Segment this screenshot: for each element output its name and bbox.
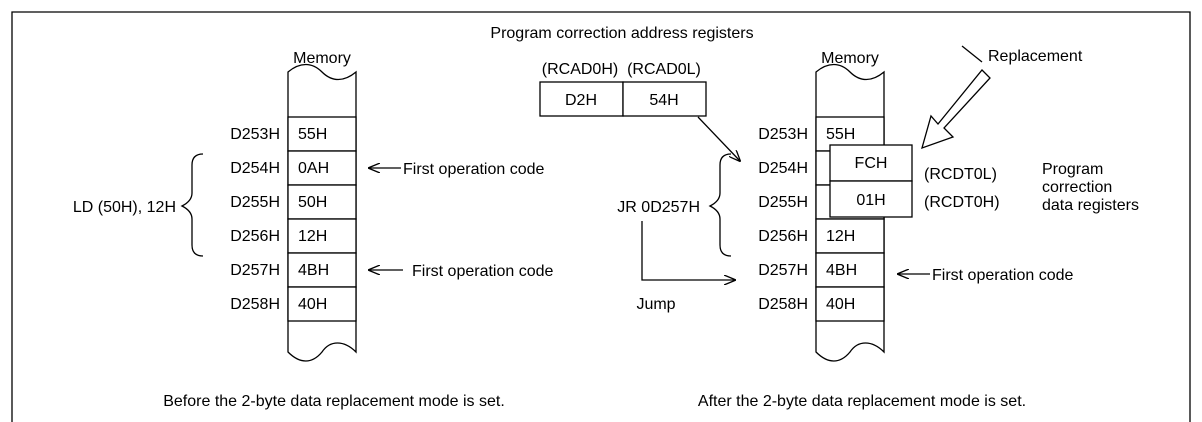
register-pointer-arrow [697,116,740,161]
right-address-d254: D254H [758,160,808,177]
right-address-d257: D257H [758,262,808,279]
title-address-registers: Program correction address registers [490,25,753,42]
right-address-d255: D255H [758,194,808,211]
register-low-label: (RCAD0L) [627,61,701,78]
register-low-value: 54H [649,92,678,109]
data-register-low-value: FCH [855,155,888,172]
left-cell-d256 [287,218,357,254]
right-cell-d258 [815,286,885,322]
left-cell-d257 [287,252,357,288]
left-cell-d253 [287,116,357,152]
left-memory-label: Memory [293,50,351,67]
left-memory-panel: Memory D253H D254H D255H D256H D257H D25… [73,50,554,410]
right-note-d257: First operation code [932,267,1074,284]
left-address-d254: D254H [230,160,280,177]
jump-arrow [641,221,735,280]
left-value-d257: 4BH [298,262,329,279]
left-value-d253: 55H [298,126,327,143]
address-registers: (RCAD0H) (RCAD0L) D2H 54H [539,61,740,161]
jump-label: Jump [636,296,675,313]
data-registers-label-line1: Program [1042,161,1103,178]
right-value-d256: 12H [826,228,855,245]
left-memory-cells [287,116,357,322]
data-register-high-box [829,180,913,218]
right-value-d257: 4BH [826,262,857,279]
replacement-arrow-icon [921,69,991,150]
replacement-label: Replacement [988,48,1083,65]
right-memory-label: Memory [821,50,879,67]
jr-label: JR 0D257H [617,199,700,216]
register-low-box [622,81,707,117]
register-high-value: D2H [565,92,597,109]
right-address-d258: D258H [758,296,808,313]
left-note-d257: First operation code [412,263,554,280]
left-value-d258: 40H [298,296,327,313]
data-register-low-name: (RCDT0L) [924,166,997,183]
register-high-label: (RCAD0H) [542,61,618,78]
caption-before: Before the 2-byte data replacement mode … [163,393,505,410]
data-register-high-name: (RCDT0H) [924,194,1000,211]
right-address-d256: D256H [758,228,808,245]
right-value-d253: 55H [826,126,855,143]
right-address-d253: D253H [758,126,808,143]
data-register-high-value: 01H [856,192,885,209]
right-instruction-brace [708,153,732,257]
left-address-d258: D258H [230,296,280,313]
left-instruction-brace [180,153,204,257]
left-address-d253: D253H [230,126,280,143]
data-registers-label-line2: correction [1042,179,1112,196]
register-high-box [539,81,624,117]
replacement-pointer-line [961,45,983,63]
left-instruction-label: LD (50H), 12H [73,199,176,216]
left-note-d254: First operation code [403,161,545,178]
left-address-d257: D257H [230,262,280,279]
outer-frame [11,11,1191,422]
right-value-d258: 40H [826,296,855,313]
right-cell-d257 [815,252,885,288]
data-register-low-box [829,144,913,182]
caption-after: After the 2-byte data replacement mode i… [698,393,1026,410]
left-cell-d258 [287,286,357,322]
right-memory-panel: Memory D253H D254H D255H D256H D257H D25… [617,45,1139,410]
left-address-d255: D255H [230,194,280,211]
data-registers-label-line3: data registers [1042,197,1139,214]
right-cell-d256 [815,218,885,254]
left-value-d255: 50H [298,194,327,211]
left-value-d254: 0AH [298,160,329,177]
left-value-d256: 12H [298,228,327,245]
left-address-d256: D256H [230,228,280,245]
